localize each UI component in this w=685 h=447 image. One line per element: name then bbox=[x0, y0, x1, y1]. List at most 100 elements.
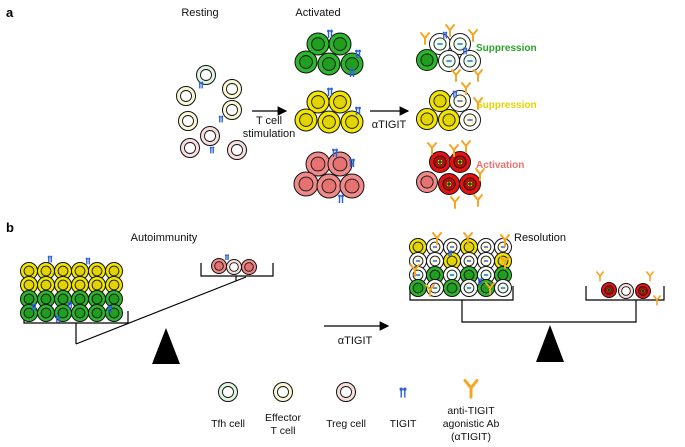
cell-treg bbox=[200, 126, 220, 146]
cell-tfh bbox=[88, 304, 106, 322]
cell-illustrations bbox=[20, 24, 661, 402]
tigit-receptor bbox=[47, 255, 53, 263]
tigit-receptor bbox=[67, 301, 73, 309]
tigit-receptor bbox=[442, 31, 448, 39]
tigit-receptor bbox=[327, 87, 333, 96]
cell-effector bbox=[222, 100, 242, 120]
activated-title: Activated bbox=[295, 7, 340, 19]
cell-tfh bbox=[494, 266, 512, 284]
cell-treg bbox=[293, 171, 319, 197]
tigit-receptor bbox=[452, 90, 458, 98]
cell-treg bbox=[336, 382, 356, 402]
cell-treg bbox=[305, 151, 331, 177]
cell-tfh bbox=[416, 49, 438, 71]
cell-tfh bbox=[328, 32, 352, 56]
cell-tfh bbox=[20, 290, 38, 308]
antibody-icon bbox=[596, 271, 604, 282]
cell-effector bbox=[340, 110, 364, 134]
fulcrum-right bbox=[536, 325, 564, 362]
status-activation-red: Activation bbox=[476, 160, 524, 171]
tigit-receptor bbox=[349, 158, 355, 167]
cell-effector bbox=[88, 276, 106, 294]
cell-tfh bbox=[37, 304, 55, 322]
cell-tfh bbox=[294, 50, 318, 74]
cell-tfh bbox=[196, 65, 216, 85]
antibody-icon bbox=[463, 379, 479, 399]
panel-a-label: a bbox=[6, 5, 14, 20]
antibody-icon bbox=[427, 142, 437, 155]
cell-tfh bbox=[494, 279, 512, 297]
cell-tfh bbox=[340, 52, 364, 76]
antibody-icon bbox=[425, 284, 435, 297]
legend-tfh-label: Tfh cell bbox=[211, 418, 245, 430]
resolution-title: Resolution bbox=[514, 232, 566, 244]
antibody-icon bbox=[473, 97, 483, 110]
cell-effector bbox=[429, 90, 451, 112]
status-suppression-yellow: Suppression bbox=[476, 100, 537, 111]
legend-ab-label-2: agonistic Ab bbox=[443, 418, 500, 430]
cell-tfh bbox=[429, 33, 451, 55]
antibody-icon bbox=[646, 271, 654, 282]
cell-tfh bbox=[317, 52, 341, 76]
antibody-icon bbox=[463, 232, 473, 245]
cell-effector bbox=[409, 252, 427, 270]
cell-treg bbox=[180, 138, 200, 158]
tigit-receptor bbox=[85, 257, 91, 265]
cell-effector bbox=[459, 109, 481, 131]
antibody-icon bbox=[461, 140, 471, 153]
legend-effector-label-1: Effector bbox=[265, 412, 301, 424]
antibody-icon bbox=[450, 196, 460, 209]
antibody-icon bbox=[432, 232, 442, 245]
tigit-receptor bbox=[107, 305, 113, 313]
cell-treg bbox=[339, 173, 365, 199]
cell-treg bbox=[227, 140, 247, 160]
cell-effector bbox=[460, 252, 478, 270]
cell-tregAct bbox=[635, 283, 651, 299]
cell-treg bbox=[327, 151, 353, 177]
cell-effector bbox=[20, 262, 38, 280]
antibody-icon bbox=[420, 32, 430, 45]
cell-tfh bbox=[306, 32, 330, 56]
cell-effector bbox=[416, 108, 438, 130]
cell-tfh bbox=[105, 290, 123, 308]
cell-tregAct bbox=[429, 151, 451, 173]
tigit-receptor bbox=[209, 146, 215, 154]
legend-ab-label-3: (αTIGIT) bbox=[451, 431, 491, 443]
autoimmunity-title: Autoimmunity bbox=[131, 232, 198, 244]
cell-treg bbox=[241, 259, 257, 275]
cell-tregAct bbox=[459, 173, 481, 195]
status-suppression-green: Suppression bbox=[476, 43, 537, 54]
cell-tregAct bbox=[438, 173, 460, 195]
tigit-receptor bbox=[55, 315, 61, 323]
treatment-label-b: αTIGIT bbox=[338, 335, 373, 347]
cell-effector bbox=[37, 262, 55, 280]
antibody-icon bbox=[461, 82, 471, 95]
cell-tregAct bbox=[449, 151, 471, 173]
cell-effector bbox=[178, 111, 198, 131]
cell-effector bbox=[317, 110, 341, 134]
tigit-receptor bbox=[332, 148, 338, 157]
tigit-receptor bbox=[355, 106, 361, 115]
legend-ab-label-1: anti-TIGIT bbox=[447, 405, 495, 417]
tigit-receptor bbox=[477, 278, 483, 285]
antibody-icon bbox=[500, 256, 510, 269]
treatment-label-a: αTIGIT bbox=[372, 119, 407, 131]
tigit-receptor bbox=[355, 49, 361, 58]
tigit-receptor bbox=[338, 194, 344, 203]
cell-tfh bbox=[443, 279, 461, 297]
cell-effector bbox=[438, 109, 460, 131]
tigit-receptor bbox=[447, 250, 453, 257]
cell-tfh bbox=[218, 382, 238, 402]
cell-effector bbox=[328, 90, 352, 114]
cell-tfh bbox=[71, 290, 89, 308]
tigit-receptor bbox=[31, 303, 37, 311]
panel-b-label: b bbox=[6, 220, 14, 235]
tigit-receptor bbox=[399, 387, 407, 398]
antibody-icon bbox=[475, 168, 485, 181]
resolution-scale bbox=[409, 286, 665, 323]
cell-effector bbox=[105, 276, 123, 294]
tigit-receptor bbox=[218, 115, 224, 123]
cell-effector bbox=[449, 90, 471, 112]
antibody-icon bbox=[410, 264, 420, 277]
